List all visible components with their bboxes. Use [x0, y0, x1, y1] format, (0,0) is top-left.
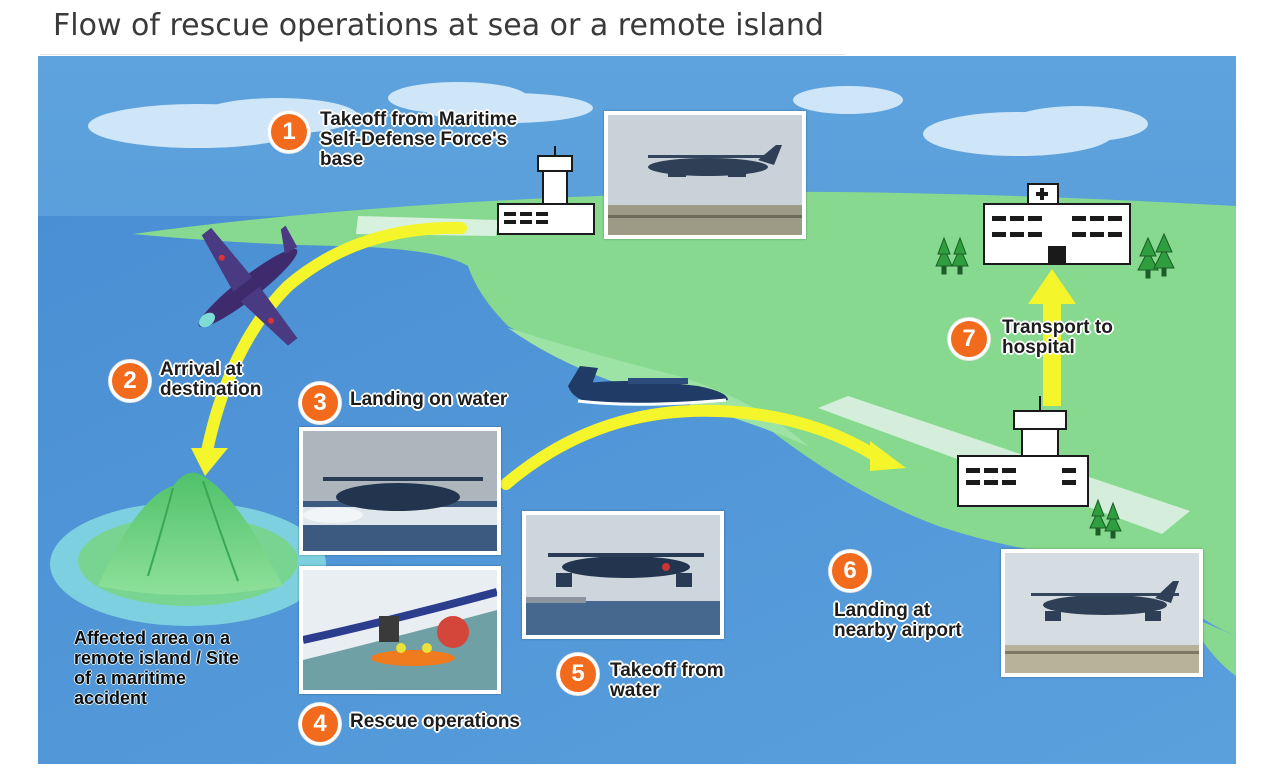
mainland — [133, 191, 1236, 636]
step-4-badge: 4 — [299, 703, 341, 745]
step-5-badge: 5 — [557, 653, 599, 695]
step-3-badge: 3 — [299, 382, 341, 424]
rescue-flow-diagram: 1 2 3 4 5 6 7 Takeoff from Maritime Self… — [38, 56, 1236, 764]
arrow-base-to-destination — [200, 221, 467, 462]
step-6-badge: 6 — [829, 550, 871, 592]
step-7-badge: 7 — [948, 318, 990, 360]
title-divider — [40, 54, 845, 55]
photo-landing-on-water — [299, 427, 501, 555]
step-2-label: Arrival at destination — [160, 359, 262, 400]
aircraft-over-water — [568, 366, 728, 406]
photo-takeoff-from-water — [522, 511, 724, 639]
clouds — [88, 82, 1148, 156]
step-7-label: Transport to hospital — [1002, 317, 1113, 358]
step-3-label: Landing on water — [350, 389, 508, 410]
page-title: Flow of rescue operations at sea or a re… — [53, 8, 824, 43]
aircraft-in-flight — [198, 225, 298, 346]
base-control-tower — [497, 146, 595, 235]
trees — [935, 232, 1175, 539]
arrow-water-to-airport — [500, 404, 882, 490]
flow-arrows — [200, 221, 1061, 490]
step-6-label: Landing at nearby airport — [834, 600, 962, 641]
remote-island — [50, 472, 326, 626]
step-2-badge: 2 — [109, 360, 151, 402]
affected-area-label: Affected area on a remote island / Site … — [74, 628, 240, 708]
step-5-label: Takeoff from water — [610, 660, 724, 701]
photo-airport-landing — [1001, 549, 1203, 677]
step-1-label: Takeoff from Maritime Self-Defense Force… — [320, 109, 518, 170]
arrow-heads — [191, 269, 1076, 476]
photo-rescue-operations — [299, 566, 501, 694]
step-1-badge: 1 — [268, 111, 310, 153]
photo-base-takeoff — [604, 111, 806, 239]
hospital-building — [983, 183, 1131, 265]
airport-control-tower — [957, 396, 1089, 507]
step-4-label: Rescue operations — [350, 711, 520, 732]
